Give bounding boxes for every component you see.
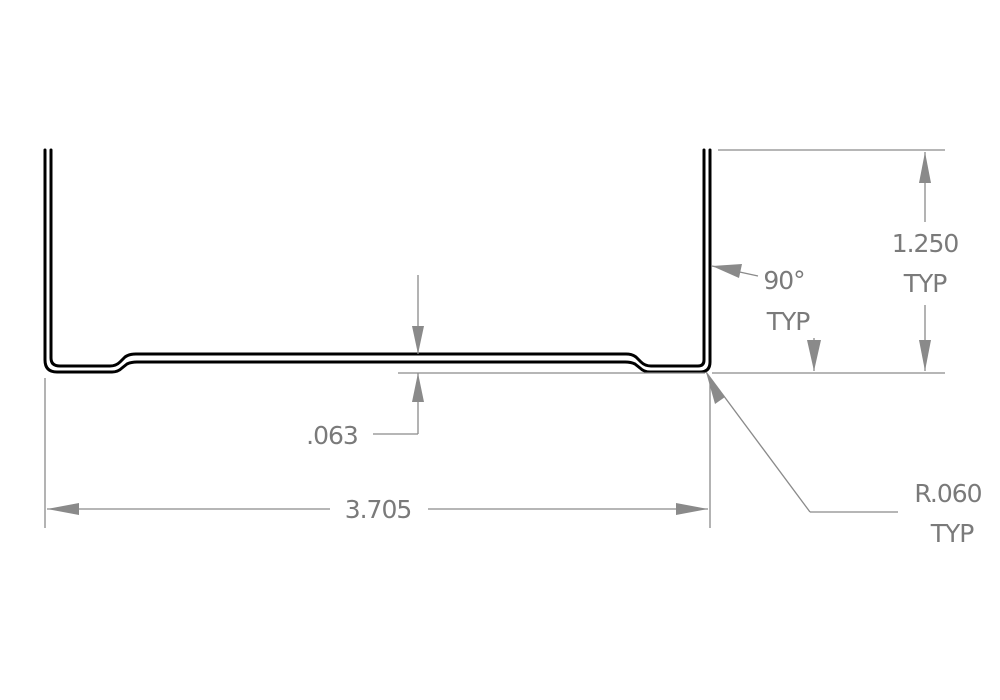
height-value-label: 1.250 (892, 229, 959, 258)
angle-dimension: 90° TYP (711, 264, 821, 371)
height-note-label: TYP (903, 269, 948, 298)
height-arrow-top (919, 152, 931, 183)
width-arrow-left (47, 503, 79, 515)
thickness-dimension: .063 (306, 275, 705, 450)
thickness-value-label: .063 (306, 421, 358, 450)
height-dimension: 1.250 TYP (712, 149, 959, 374)
thickness-arrow-upper (412, 326, 424, 354)
angle-value-label: 90° (763, 266, 804, 295)
channel-profile (43, 148, 712, 374)
width-value-label: 3.705 (345, 495, 412, 524)
radius-arrow (706, 372, 725, 404)
height-arrow-bottom (919, 340, 931, 371)
angle-arrow-upper (712, 264, 742, 278)
radius-dimension: R.060 TYP (705, 371, 983, 548)
profile-inner-edge (49, 148, 706, 368)
thickness-arrow-lower (412, 373, 424, 402)
profile-outer-edge (43, 148, 712, 374)
width-dimension: 3.705 (44, 378, 711, 528)
angle-note-label: TYP (766, 307, 811, 336)
angle-arrow-lower (807, 340, 821, 371)
radius-note-label: TYP (930, 519, 975, 548)
width-arrow-right (676, 503, 708, 515)
radius-value-label: R.060 (914, 479, 981, 508)
